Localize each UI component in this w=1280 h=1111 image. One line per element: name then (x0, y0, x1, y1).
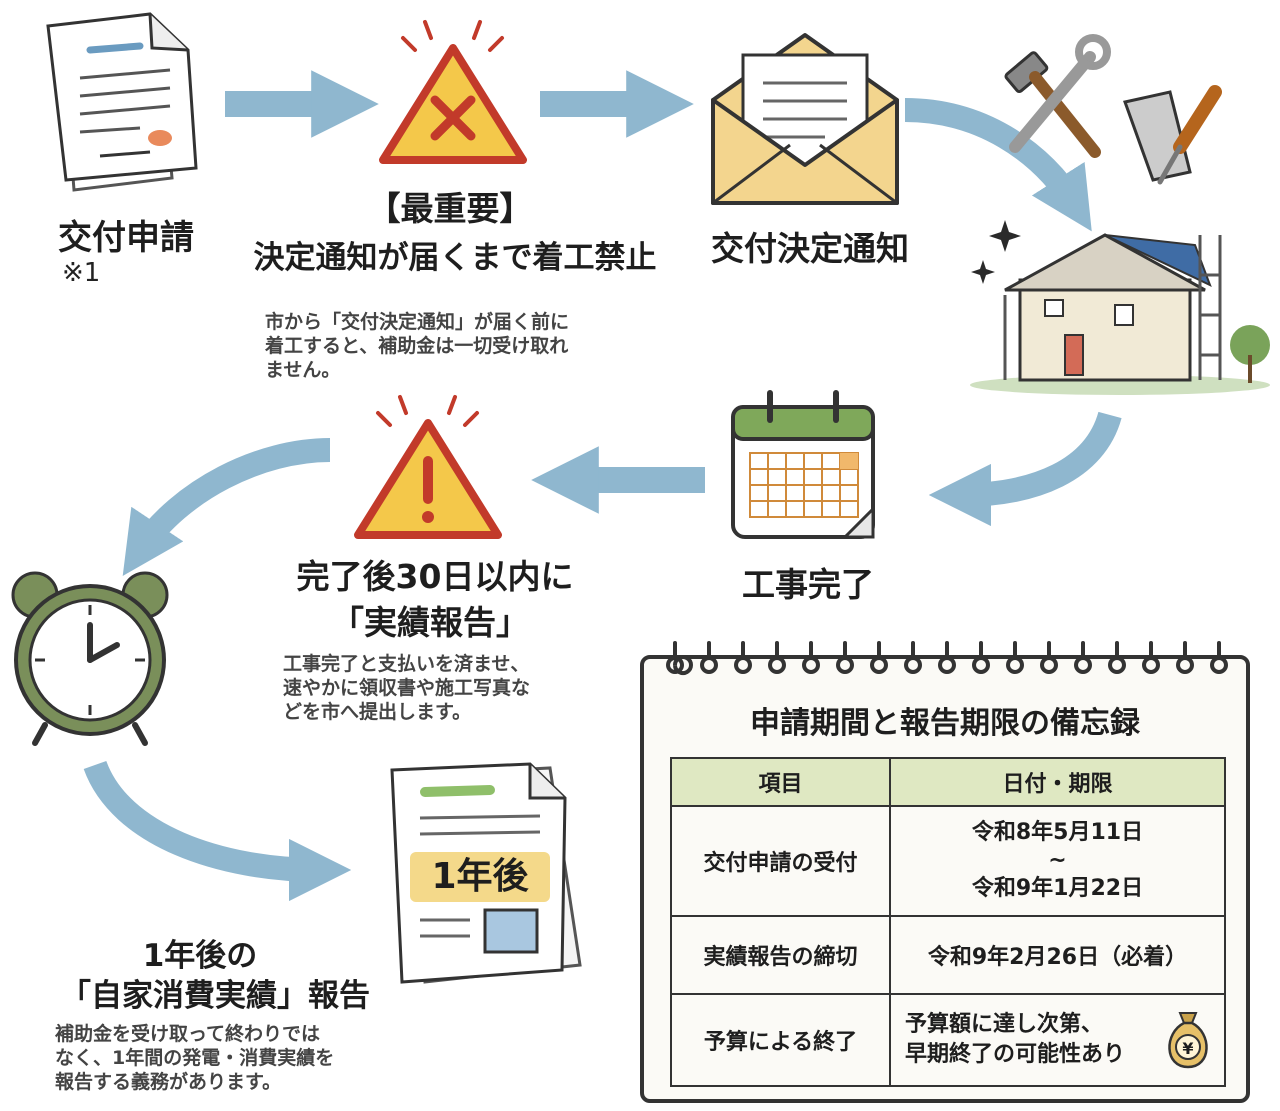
step-application-title: 交付申請 (58, 218, 194, 258)
step-year-title-1: 1年後の (142, 938, 258, 974)
memo-row-3-date: 予算額に達し次第、 早期終了の可能性あり ¥ (889, 993, 1226, 1087)
calendar-icon (731, 390, 875, 539)
notebook-ring (972, 656, 990, 674)
memo-row-3-item: 予算による終了 (670, 993, 891, 1087)
step-year-description: 補助金を受け取って終わりでは なく、1年間の発電・消費実績を 報告する義務があり… (55, 1023, 335, 1093)
step-warning-description: 市から「交付決定通知」が届く前に 着工すると、補助金は一切受け取れ ません。 (265, 311, 570, 381)
notebook-ring (734, 656, 752, 674)
notebook-ring (1108, 656, 1126, 674)
memo-table: 項目 日付・期限 交付申請の受付 令和8年5月11日 ~ 令和9年1月22日 実… (670, 757, 1226, 1087)
notebook-ring (1210, 656, 1228, 674)
report-document-icon: 1年後 (380, 760, 590, 995)
notebook-ring (1142, 656, 1160, 674)
step-warning-title-1: 【最重要】 (367, 189, 533, 228)
document-icon (46, 12, 198, 192)
notebook-ring (1006, 656, 1024, 674)
memo-header-item: 項目 (670, 757, 891, 807)
notebook-ring (700, 656, 718, 674)
step-report-description: 工事完了と支払いを済ませ、 速やかに領収書や施工写真な どを市へ提出します。 (283, 653, 531, 723)
arrow-6 (122, 438, 331, 576)
document-badge: 1年後 (410, 852, 550, 902)
step-warning-title-2: 決定通知が届くまで着工禁止 (253, 240, 657, 276)
memo-row-2-item: 実績報告の締切 (670, 915, 891, 995)
warning-x-icon (379, 20, 527, 164)
notebook-ring (768, 656, 786, 674)
tools-icon (1004, 34, 1222, 185)
memo-title: 申請期間と報告期限の備忘録 (750, 706, 1140, 741)
arrow-5 (531, 446, 705, 514)
notebook-ring (1074, 656, 1092, 674)
arrow-1 (225, 70, 379, 138)
step-year-title-2: 「自家消費実績」報告 (60, 978, 370, 1014)
memo-header-date: 日付・期限 (889, 757, 1226, 807)
notebook-ring (870, 656, 888, 674)
step-report-title-1: 完了後30日以内に (296, 557, 574, 596)
notebook-rings (666, 641, 1228, 675)
notebook-ring (836, 656, 854, 674)
alarm-clock-icon (11, 571, 169, 746)
notebook-ring (904, 656, 922, 674)
notebook-ring (1040, 656, 1058, 674)
step-decision-title: 交付決定通知 (711, 229, 909, 268)
money-bag-icon: ¥ (1162, 1009, 1214, 1069)
arrow-4 (928, 411, 1122, 527)
arrow-7 (83, 760, 352, 902)
step-complete-title: 工事完了 (742, 565, 874, 604)
arrow-2 (540, 70, 694, 138)
house-icon (970, 220, 1270, 395)
notebook-ring (938, 656, 956, 674)
warning-exclamation-icon (354, 395, 502, 539)
step-report-title-2: 「実績報告」 (331, 603, 529, 642)
memo-row-2-date: 令和9年2月26日（必着） (889, 915, 1226, 995)
memo-row-1-date: 令和8年5月11日 ~ 令和9年1月22日 (889, 805, 1226, 917)
step-application-note: ※1 (62, 258, 101, 288)
memo-row-1-item: 交付申請の受付 (670, 805, 891, 917)
notebook-ring (802, 656, 820, 674)
notebook-ring (1176, 656, 1194, 674)
arrow-3 (904, 98, 1092, 232)
envelope-icon (711, 33, 899, 205)
yen-symbol: ¥ (1182, 1039, 1194, 1058)
